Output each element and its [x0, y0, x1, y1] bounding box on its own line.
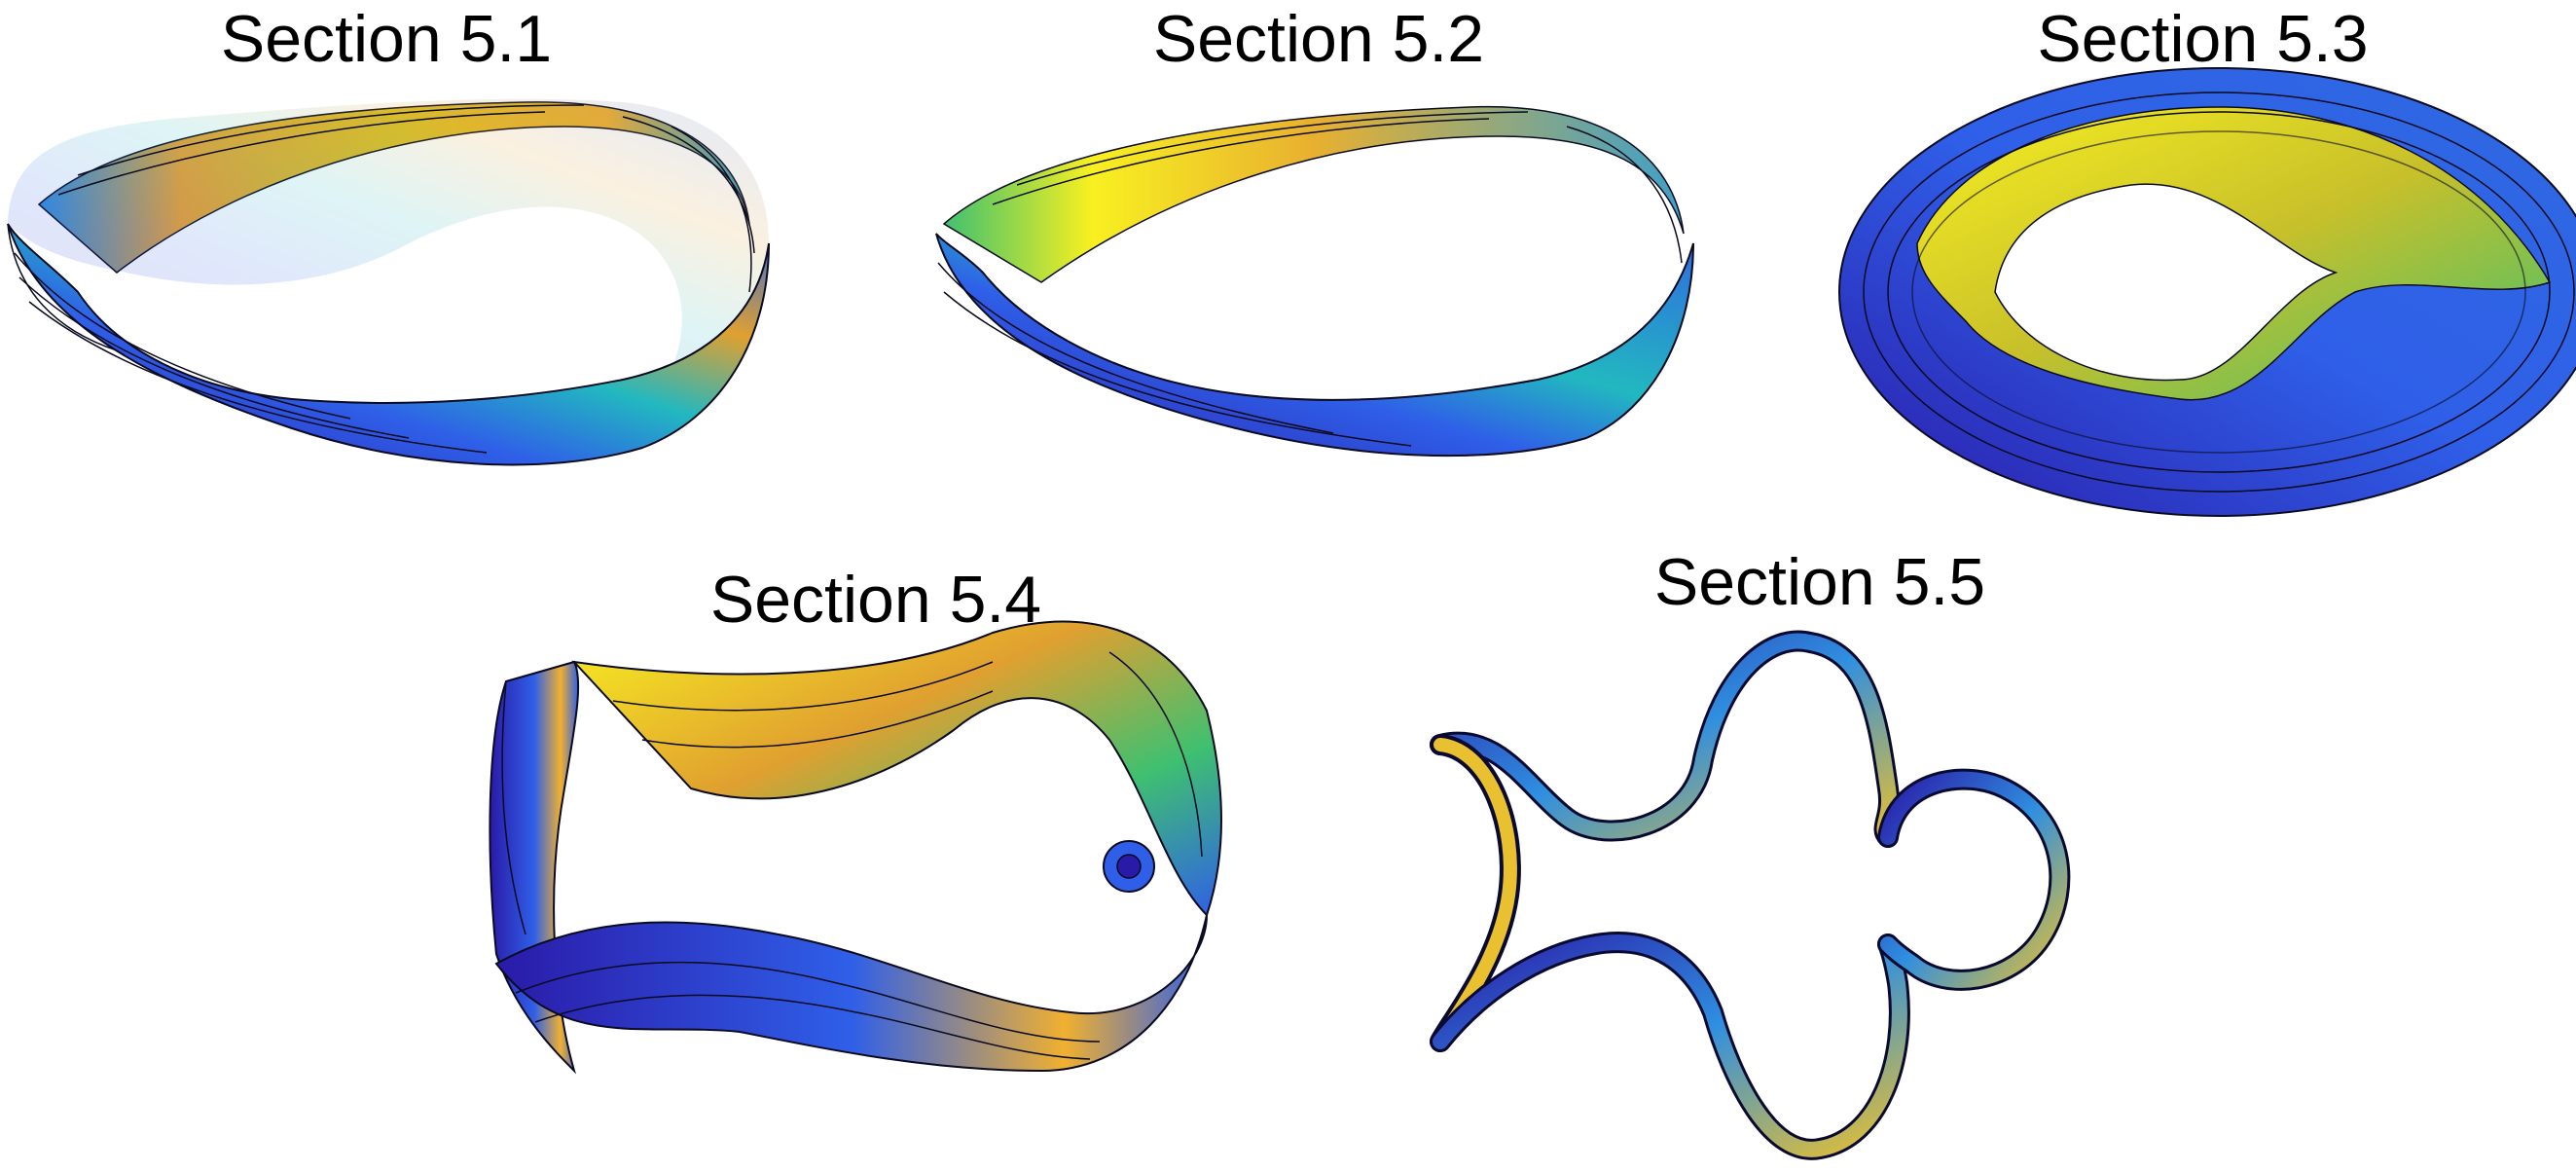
ribbon-knot-figure — [1430, 630, 2071, 1160]
mobius-strip-figure — [7, 98, 770, 466]
panel-title: Section 5.2 — [1152, 2, 1485, 76]
panel-section-5-2: Section 5.2 — [925, 0, 1703, 487]
panel-section-5-5: Section 5.5 — [1421, 535, 2219, 1172]
mobius-strip-figure — [935, 105, 1694, 458]
panel-section-5-3: Section 5.3 — [1810, 0, 2576, 526]
mobius-strip-figure — [489, 620, 1222, 1075]
panel-title: Section 5.1 — [220, 2, 553, 76]
panel-section-5-1: Section 5.1 — [0, 0, 779, 487]
panel-section-5-4: Section 5.4 — [467, 545, 1285, 1090]
mobius-strip-figure — [1838, 67, 2576, 517]
panel-title: Section 5.5 — [1653, 545, 1986, 619]
panel-title: Section 5.3 — [2037, 2, 2369, 76]
panel-title: Section 5.4 — [709, 563, 1042, 637]
